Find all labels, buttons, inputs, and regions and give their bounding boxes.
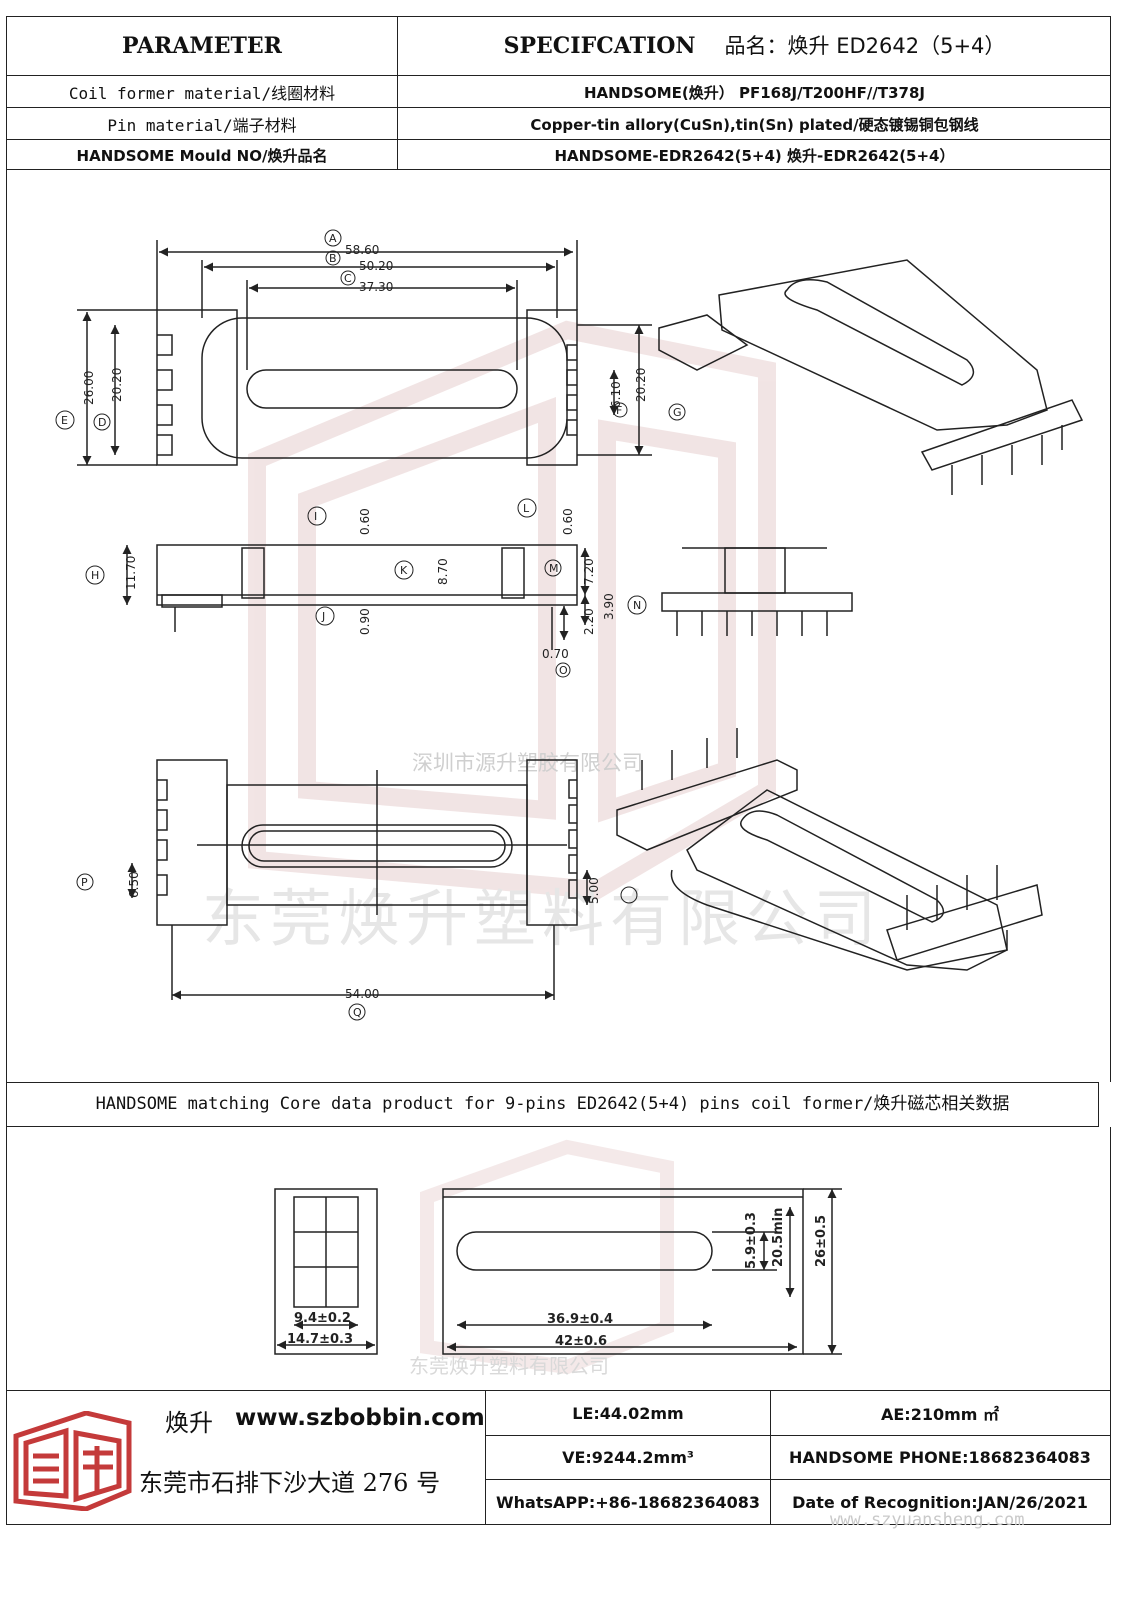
bottom-callouts: P Q	[76, 873, 638, 1021]
dim-f-right: 20.20	[634, 368, 648, 402]
callout-o: O	[559, 664, 568, 677]
callout-d: D	[98, 416, 106, 429]
core-data-title: HANDSOME matching Core data product for …	[6, 1082, 1099, 1127]
core-watermark-text: 东莞焕升塑料有限公司	[409, 1354, 609, 1378]
company-logo-icon	[13, 1411, 132, 1511]
dim-l2: 42±0.6	[555, 1334, 607, 1349]
product-name: 品名：焕升 ED2642（5+4）	[724, 34, 1006, 58]
footer-divider-2	[770, 1391, 771, 1524]
dim-w1: 9.4±0.2	[294, 1311, 351, 1326]
footer-table: 焕升 www.szbobbin.com 东莞市石排下沙大道 276 号 LE:4…	[6, 1390, 1111, 1525]
company-address: 东莞市石排下沙大道 276 号	[139, 1469, 441, 1497]
dim-s: 54.00	[345, 987, 379, 1001]
top-view	[77, 240, 652, 466]
brand-name: 焕升	[165, 1409, 213, 1437]
dim-p: 0.70	[542, 647, 569, 661]
dim-g-small: 6.10	[609, 381, 623, 408]
core-watermark-logo	[420, 1139, 674, 1375]
core-end-dims: 9.4±0.2 14.7±0.3	[287, 1311, 353, 1347]
dim-r: 5.00	[587, 877, 601, 904]
end-view	[661, 547, 853, 636]
ve-value: VE:9244.2mm³	[562, 1448, 694, 1467]
footer-divider-1	[485, 1391, 486, 1524]
bottom-view-dims: 54.00 6.50 5.00	[127, 871, 601, 1001]
dim-l1: 36.9±0.4	[547, 1312, 613, 1327]
dim-q: 6.50	[127, 871, 141, 898]
website-link[interactable]: www.szbobbin.com	[235, 1405, 485, 1431]
callout-a: A	[329, 232, 337, 245]
spec-header-table: PARAMETER SPECIFCATION 品名：焕升 ED2642（5+4）…	[6, 16, 1111, 170]
dim-e: 26.00	[82, 371, 96, 405]
core-top-view	[442, 1188, 842, 1355]
dim-h2: 20.5min	[771, 1208, 786, 1267]
callout-f: F	[616, 404, 622, 417]
top-view-dims: 58.60 50.20 37.30 26.00 20.20 20.20 6.10	[82, 243, 648, 408]
ae-value: AE:210mm ㎡	[880, 1405, 1000, 1424]
callout-markers: A B C D E F G	[55, 229, 686, 431]
header-divider	[397, 17, 398, 169]
callout-g: G	[673, 406, 682, 419]
side-callouts: H I J K L M N O	[85, 498, 647, 678]
parameter-heading: PARAMETER	[122, 33, 282, 59]
watermark-url: www.szyuansheng.com	[830, 1510, 1025, 1530]
callout-k: K	[400, 564, 408, 577]
row-value: HANDSOME-EDR2642(5+4) 焕升-EDR2642(5+4）	[554, 147, 955, 165]
row-label: HANDSOME Mould NO/焕升品名	[76, 147, 328, 165]
watermark-logo	[248, 320, 776, 900]
callout-p: P	[81, 876, 88, 889]
callout-c: C	[344, 272, 352, 285]
date-value: Date of Recognition:JAN/26/2021	[792, 1492, 1088, 1512]
core-drawing-area: 东莞焕升塑料有限公司 9.4±0.2 14.7±0.3	[6, 1127, 1111, 1390]
dim-k: 8.70	[436, 558, 450, 585]
row-value: HANDSOME(焕升） PF168J/T200HF//T378J	[583, 83, 925, 102]
dim-w2: 14.7±0.3	[287, 1332, 353, 1347]
dim-j: 0.90	[358, 608, 372, 635]
side-view	[122, 544, 590, 650]
dim-m: 7.20	[582, 558, 596, 585]
technical-drawing-area: 深圳市源升塑胶有限公司 东莞焕升塑料有限公司	[6, 170, 1111, 1082]
callout-j: J	[321, 610, 325, 623]
callout-q: Q	[353, 1006, 362, 1019]
dim-h1: 5.9±0.3	[744, 1212, 759, 1269]
dim-a: 58.60	[345, 243, 379, 257]
dim-h3: 26±0.5	[814, 1215, 829, 1267]
phone-value: HANDSOME PHONE:18682364083	[789, 1448, 1091, 1467]
callout-e: E	[61, 414, 68, 427]
dim-c: 37.30	[359, 280, 393, 294]
iso-view-bottom	[616, 728, 1043, 971]
callout-h: H	[91, 569, 99, 582]
row-value: Copper-tin allory(CuSn),tin(Sn) plated/硬…	[530, 115, 979, 134]
watermark-text-big: 东莞焕升塑料有限公司	[202, 882, 882, 955]
row-label: Pin material/端子材料	[107, 116, 297, 135]
row-pin-material: Pin material/端子材料 Copper-tin allory(CuSn…	[7, 107, 1110, 140]
dim-o: 2.20	[582, 608, 596, 635]
row-mould-no: HANDSOME Mould NO/焕升品名 HANDSOME-EDR2642(…	[7, 139, 1110, 171]
iso-view-top	[658, 259, 1084, 495]
callout-i: I	[314, 510, 317, 523]
dim-i: 0.60	[358, 508, 372, 535]
callout-l: L	[523, 502, 530, 515]
specification-label: SPECIFCATION	[503, 33, 696, 59]
core-svg: 东莞焕升塑料有限公司 9.4±0.2 14.7±0.3	[274, 1139, 842, 1378]
footer-hline-1	[485, 1435, 1110, 1436]
callout-b: B	[329, 252, 337, 265]
dim-b: 50.20	[359, 259, 393, 273]
callout-n: N	[633, 599, 641, 612]
side-view-dims: 11.70 0.60 0.60 8.70 0.90 7.20 3.90 2.20…	[124, 508, 616, 661]
le-value: LE:44.02mm	[572, 1403, 684, 1423]
core-end-view	[274, 1188, 378, 1355]
drawing-svg: 深圳市源升塑胶有限公司 东莞焕升塑料有限公司	[55, 229, 1084, 1021]
footer-hline-2	[485, 1479, 1110, 1480]
callout-m: M	[549, 562, 559, 575]
whatsapp-value: WhatsAPP:+86-18682364083	[495, 1492, 760, 1512]
bottom-view	[127, 759, 592, 1000]
row-coil-material: Coil former material/线圈材料 HANDSOME(焕升） P…	[7, 75, 1110, 108]
dim-d: 20.20	[110, 368, 124, 402]
dim-h: 11.70	[124, 556, 138, 590]
dim-l: 0.60	[561, 508, 575, 535]
dim-n: 3.90	[602, 593, 616, 620]
row-label: Coil former material/线圈材料	[68, 84, 336, 103]
specification-heading: SPECIFCATION 品名：焕升 ED2642（5+4）	[399, 17, 1110, 75]
core-top-dims: 36.9±0.4 42±0.6 5.9±0.3 20.5min 26±0.5	[547, 1208, 829, 1349]
